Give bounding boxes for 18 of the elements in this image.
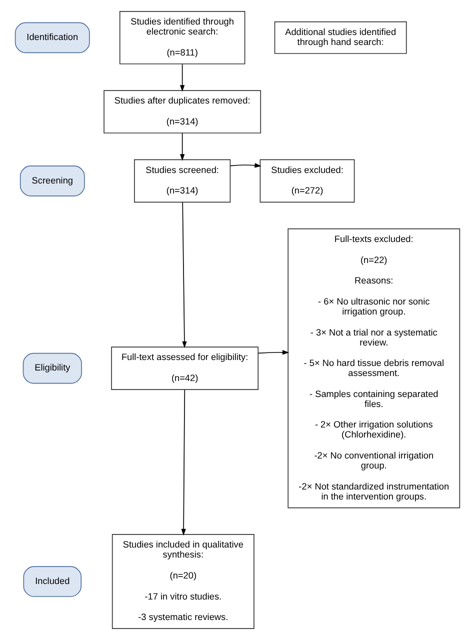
node-box: Studies identified through electronic search: (n=811): [118, 11, 245, 64]
node-box: Full-text assessed for eligibility: (n=42): [110, 346, 258, 390]
node-box: Eligibility: [22, 352, 82, 384]
arrow: [257, 350, 289, 355]
arrow: [229, 163, 261, 168]
node-box: Studies screened: (n=314): [134, 159, 230, 203]
node-box: Additional studies identified through hand search:: [274, 21, 406, 54]
node-box: Full-texts excluded: (n=22) Reasons: - 6× No ultrasonic nor sonic irrigation group. - 3× Not a trial nor a systematic review. - 5× No hard tissue debris removal assessment. - Samples containing separated files. - 2× Other irrigation solutions (Chlorhexidine). -2× No conventional irrigation group. -2× Not standardized instrumentation in the intervention groups.: [287, 228, 460, 508]
node-box: Studies included in qualitative synthesis: (n=20) -17 in vitro studies. -3 systematic reviews.: [111, 534, 254, 629]
node-box: Screening: [19, 166, 84, 196]
node-box: Studies after duplicates removed: (n=314): [103, 90, 261, 134]
arrow: [182, 202, 186, 348]
node-box: Identification: [14, 22, 90, 54]
node-box: Studies excluded: (n=272): [259, 159, 354, 203]
arrow: [179, 64, 184, 92]
arrow: [179, 132, 184, 161]
arrow: [180, 389, 186, 536]
node-box: Included: [22, 566, 82, 597]
